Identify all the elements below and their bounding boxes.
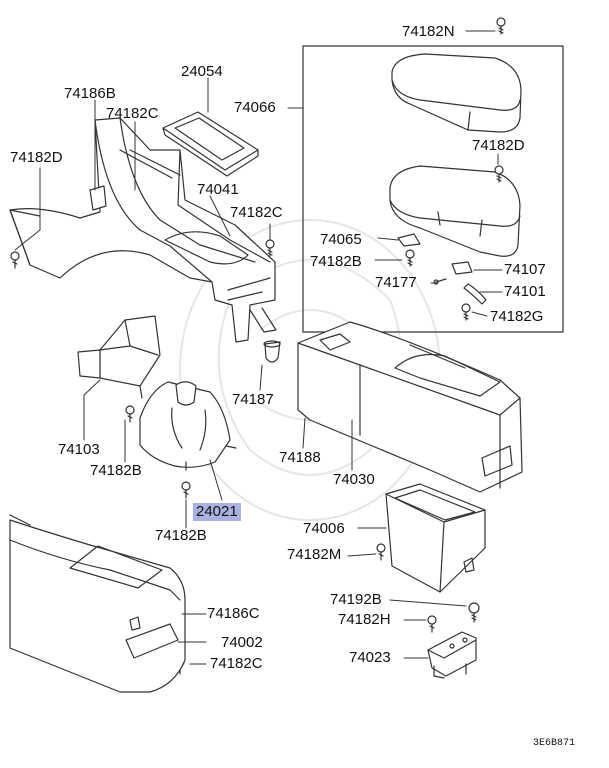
- part-label-74182B-mid[interactable]: 74182B: [90, 462, 142, 479]
- part-label-74182D-right[interactable]: 74182D: [472, 137, 525, 154]
- armrest-lid-upper: [391, 53, 522, 133]
- inset-box: [302, 45, 564, 333]
- part-label-74182B-upper[interactable]: 74182B: [310, 253, 362, 270]
- part-label-74182H[interactable]: 74182H: [338, 611, 391, 628]
- part-label-74187[interactable]: 74187: [232, 391, 274, 408]
- part-label-74182M[interactable]: 74182M: [287, 546, 342, 563]
- part-label-74103[interactable]: 74103: [58, 441, 100, 458]
- clip-74186B: [89, 185, 107, 211]
- floor-console-side: [9, 514, 186, 693]
- part-label-74182C-upper[interactable]: 74182C: [106, 105, 159, 122]
- diagram-code: 3E6B871: [533, 738, 576, 749]
- part-label-74030[interactable]: 74030: [333, 471, 375, 488]
- part-label-74107[interactable]: 74107: [504, 261, 546, 278]
- shift-bezel-plate: [162, 111, 259, 177]
- part-label-74182N[interactable]: 74182N: [402, 23, 455, 40]
- bracket-74103: [77, 315, 161, 399]
- leader-lines: [14, 30, 503, 665]
- part-label-74177[interactable]: 74177: [375, 274, 417, 291]
- part-label-74186C[interactable]: 74186C: [207, 605, 260, 622]
- part-label-74192B[interactable]: 74192B: [330, 591, 382, 608]
- part-label-74041[interactable]: 74041: [197, 181, 239, 198]
- part-label-74065[interactable]: 74065: [320, 231, 362, 248]
- cap-74187: [263, 340, 281, 363]
- part-label-74066[interactable]: 74066: [234, 99, 276, 116]
- part-label-74186B[interactable]: 74186B: [64, 85, 116, 102]
- armrest-lid-lower: [389, 165, 521, 257]
- part-label-74182G[interactable]: 74182G: [490, 308, 544, 325]
- front-console: [9, 117, 277, 343]
- part-label-24021-highlighted[interactable]: 24021: [193, 503, 241, 521]
- part-label-74023[interactable]: 74023: [349, 649, 391, 666]
- part-label-74188[interactable]: 74188: [279, 449, 321, 466]
- part-label-74006[interactable]: 74006: [303, 520, 345, 537]
- storage-box: [385, 483, 486, 593]
- bracket-74023: [427, 631, 477, 679]
- part-label-74182C-lower[interactable]: 74182C: [210, 655, 263, 672]
- part-label-74182D-left[interactable]: 74182D: [10, 149, 63, 166]
- hinge-parts: [397, 233, 487, 305]
- part-label-74101[interactable]: 74101: [504, 283, 546, 300]
- part-label-74182C-mid[interactable]: 74182C: [230, 204, 283, 221]
- shift-boot: [139, 381, 237, 471]
- rear-console: [297, 321, 523, 493]
- part-label-24054[interactable]: 24054: [181, 63, 223, 80]
- part-label-74002[interactable]: 74002: [221, 634, 263, 651]
- part-label-74182B-lower[interactable]: 74182B: [155, 527, 207, 544]
